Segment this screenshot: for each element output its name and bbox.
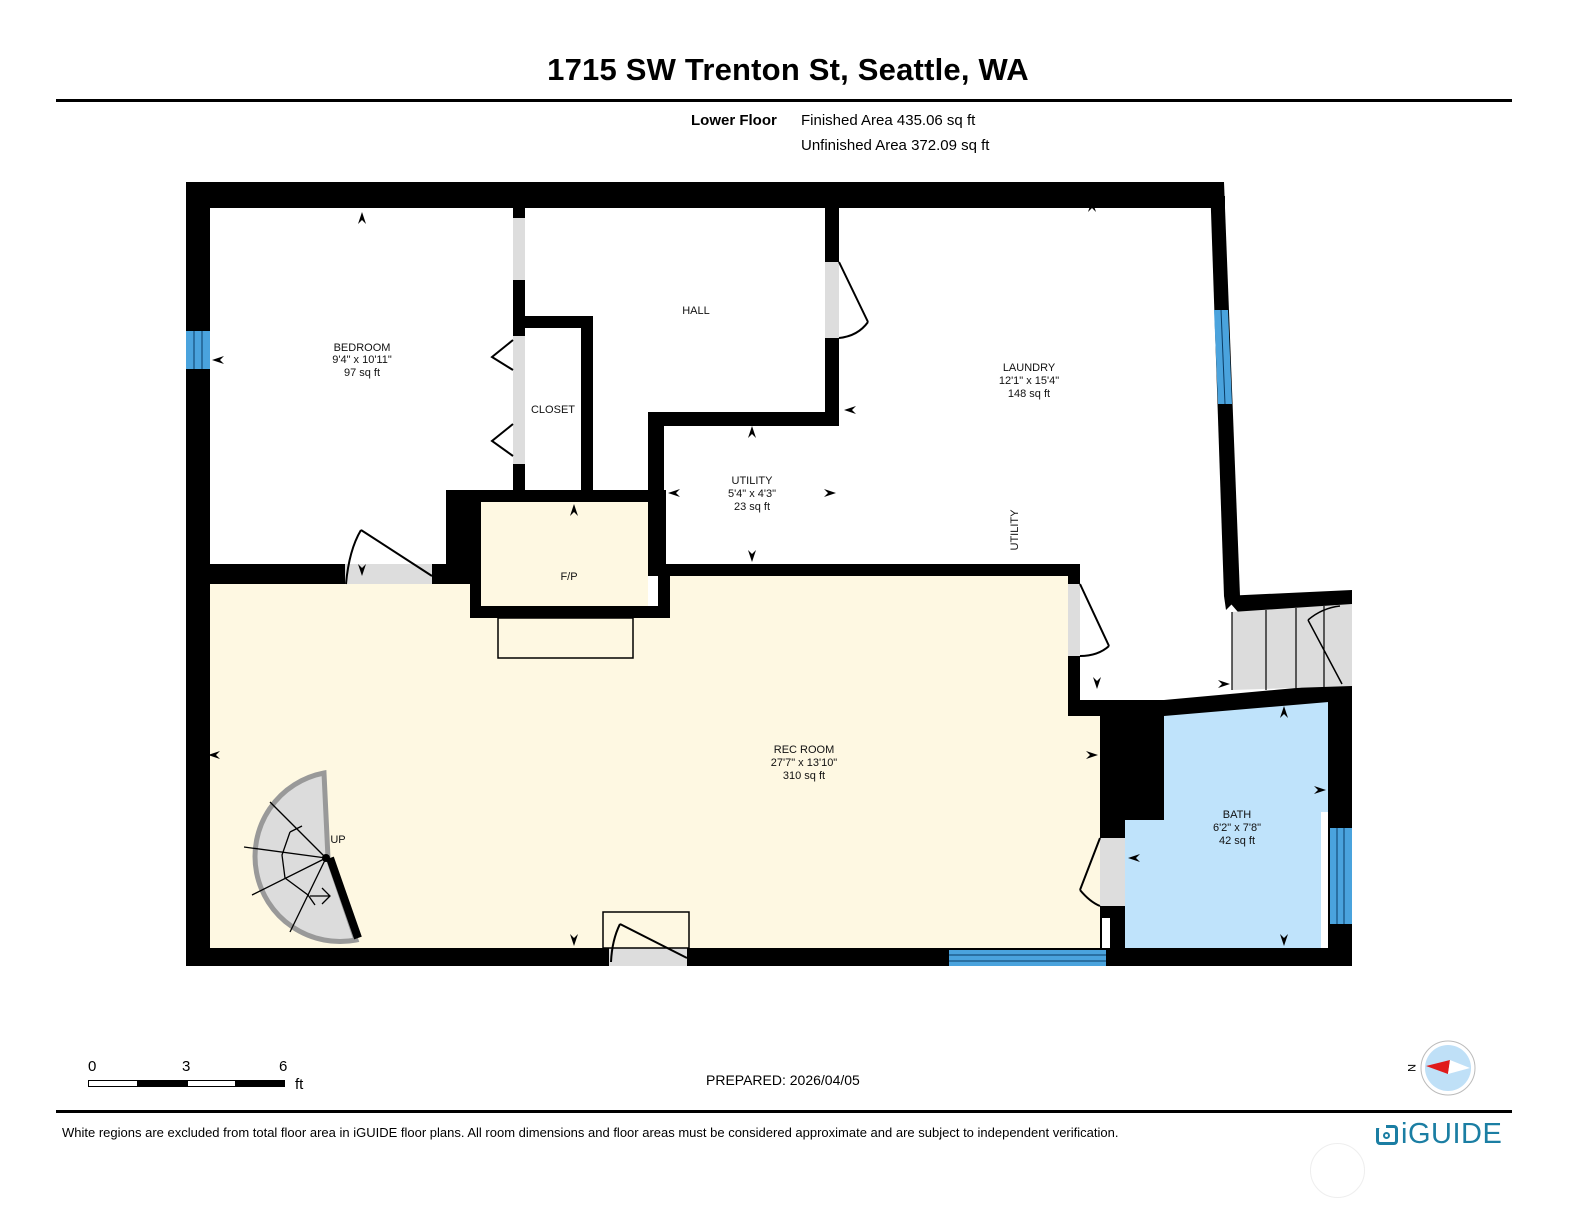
iguide-logo-icon (1376, 1124, 1398, 1145)
room-labels: BEDROOM 9'4" x 10'11" 97 sq ft HALL CLOS… (330, 305, 1261, 847)
windows (186, 309, 1352, 966)
bath-name: BATH (1223, 809, 1252, 821)
floor-label: Lower Floor (691, 112, 777, 129)
prepared-date: PREPARED: 2026/04/05 (706, 1072, 860, 1088)
rec-room-dims: 27'7" x 13'10" (771, 757, 838, 769)
iguide-logo: iGUIDE (1376, 1118, 1502, 1151)
rec-room-area: 310 sq ft (783, 770, 825, 782)
laundry-name: LAUNDRY (1003, 362, 1056, 374)
bedroom-dims: 9'4" x 10'11" (332, 354, 392, 366)
laundry-dims: 12'1" x 15'4" (999, 375, 1059, 387)
utility-name: UTILITY (732, 475, 774, 487)
spiral-stairs (243, 769, 362, 945)
closet-name: CLOSET (531, 404, 575, 416)
bedroom-name: BEDROOM (334, 342, 391, 354)
iguide-logo-text: iGUIDE (1401, 1118, 1503, 1150)
utility-dims: 5'4" x 4'3" (728, 488, 776, 500)
rec-room-fill (203, 576, 1100, 948)
laundry-area: 148 sq ft (1008, 388, 1050, 400)
rec-room-name: REC ROOM (774, 744, 835, 756)
utility-area: 23 sq ft (734, 501, 770, 513)
utility-vertical-label: UTILITY (1009, 509, 1021, 551)
bath-fill (1125, 700, 1328, 948)
page-title: 1715 SW Trenton St, Seattle, WA (547, 52, 1029, 87)
fireplace-label: F/P (560, 571, 577, 583)
scale-tick-6: 6 (279, 1058, 288, 1075)
view-markers (208, 200, 1326, 946)
compass-icon: N (1405, 1040, 1476, 1096)
unfinished-area: Unfinished Area 372.09 sq ft (801, 137, 990, 154)
scale-tick-3: 3 (182, 1058, 191, 1075)
bath-dims: 6'2" x 7'8" (1213, 822, 1261, 834)
scale-segment (187, 1080, 236, 1087)
scale-segment (88, 1080, 138, 1087)
faint-circle-watermark (1310, 1143, 1365, 1198)
header-divider (56, 99, 1512, 102)
window-bath (1330, 828, 1352, 924)
compass-north-label: N (1405, 1064, 1417, 1072)
scale-unit: ft (295, 1076, 304, 1093)
bath-area: 42 sq ft (1219, 835, 1255, 847)
hall-name: HALL (682, 305, 710, 317)
scale-segment (235, 1080, 285, 1087)
window-bedroom (186, 331, 210, 369)
scale-tick-0: 0 (88, 1058, 97, 1075)
window-rec-room (949, 950, 1106, 966)
scale-segment (137, 1080, 188, 1087)
bedroom-area: 97 sq ft (344, 367, 380, 379)
fireplace-fill (481, 502, 648, 606)
disclaimer-text: White regions are excluded from total fl… (62, 1125, 1119, 1140)
door-swings (345, 261, 1110, 963)
finished-area-fills (203, 502, 1328, 948)
footer-divider (56, 1110, 1512, 1113)
exterior-steps (1231, 604, 1352, 690)
finished-area: Finished Area 435.06 sq ft (801, 112, 976, 129)
stairs-up-label: UP (330, 834, 345, 846)
door-openings (345, 218, 1328, 966)
